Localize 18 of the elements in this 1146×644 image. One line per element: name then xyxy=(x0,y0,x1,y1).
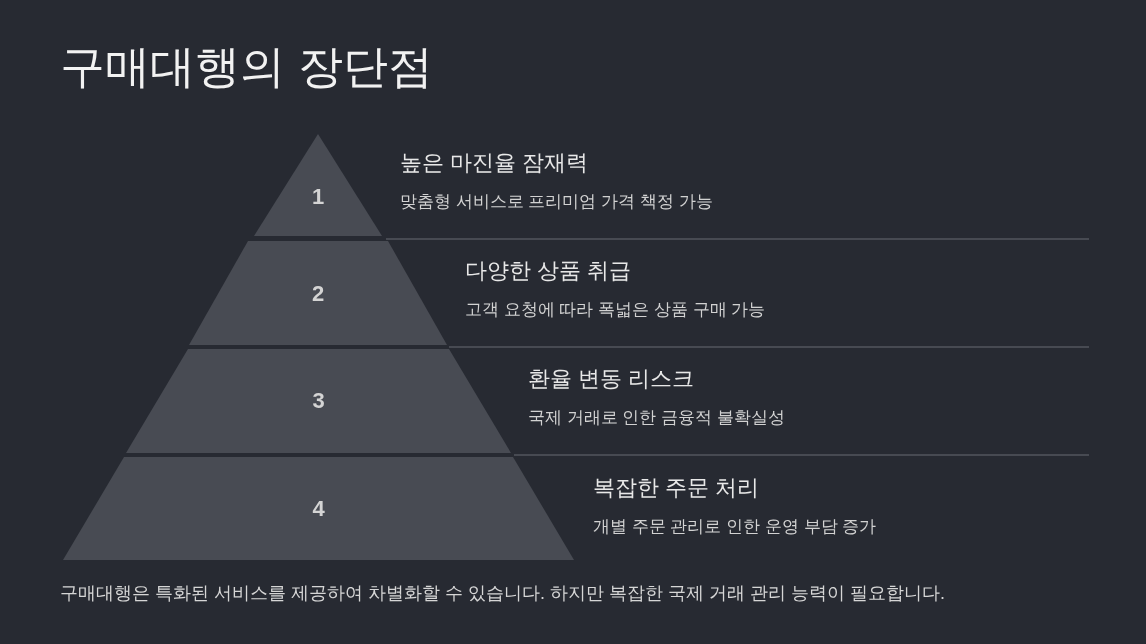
item-description: 개별 주문 관리로 인한 운영 부담 증가 xyxy=(593,516,877,538)
item-description: 맞춤형 서비스로 프리미엄 가격 책정 가능 xyxy=(400,191,713,213)
item-description: 국제 거래로 인한 금융적 불확실성 xyxy=(528,407,785,429)
layer-number: 3 xyxy=(312,388,325,414)
layer-number: 2 xyxy=(311,281,325,307)
pyramid-layer xyxy=(189,241,447,345)
item-heading: 다양한 상품 취급 xyxy=(465,257,632,285)
item-heading: 환율 변동 리스크 xyxy=(528,365,695,393)
item-heading: 복잡한 주문 처리 xyxy=(593,474,760,502)
item-description: 고객 요청에 따라 폭넓은 상품 구매 가능 xyxy=(465,299,766,321)
item-heading: 높은 마진율 잠재력 xyxy=(400,149,589,177)
pyramid-top-triangle xyxy=(254,134,382,236)
layer-number: 4 xyxy=(312,496,325,522)
title: 구매대행의 장단점 xyxy=(60,40,433,94)
layer-number: 1 xyxy=(311,184,325,210)
pyramid-layer xyxy=(126,349,511,453)
caption: 구매대행은 특화된 서비스를 제공하여 차별화할 수 있습니다. 하지만 복잡한 국제 거래 관리 능력이 필요합니다. xyxy=(60,582,945,605)
pyramid-layer xyxy=(63,457,574,560)
